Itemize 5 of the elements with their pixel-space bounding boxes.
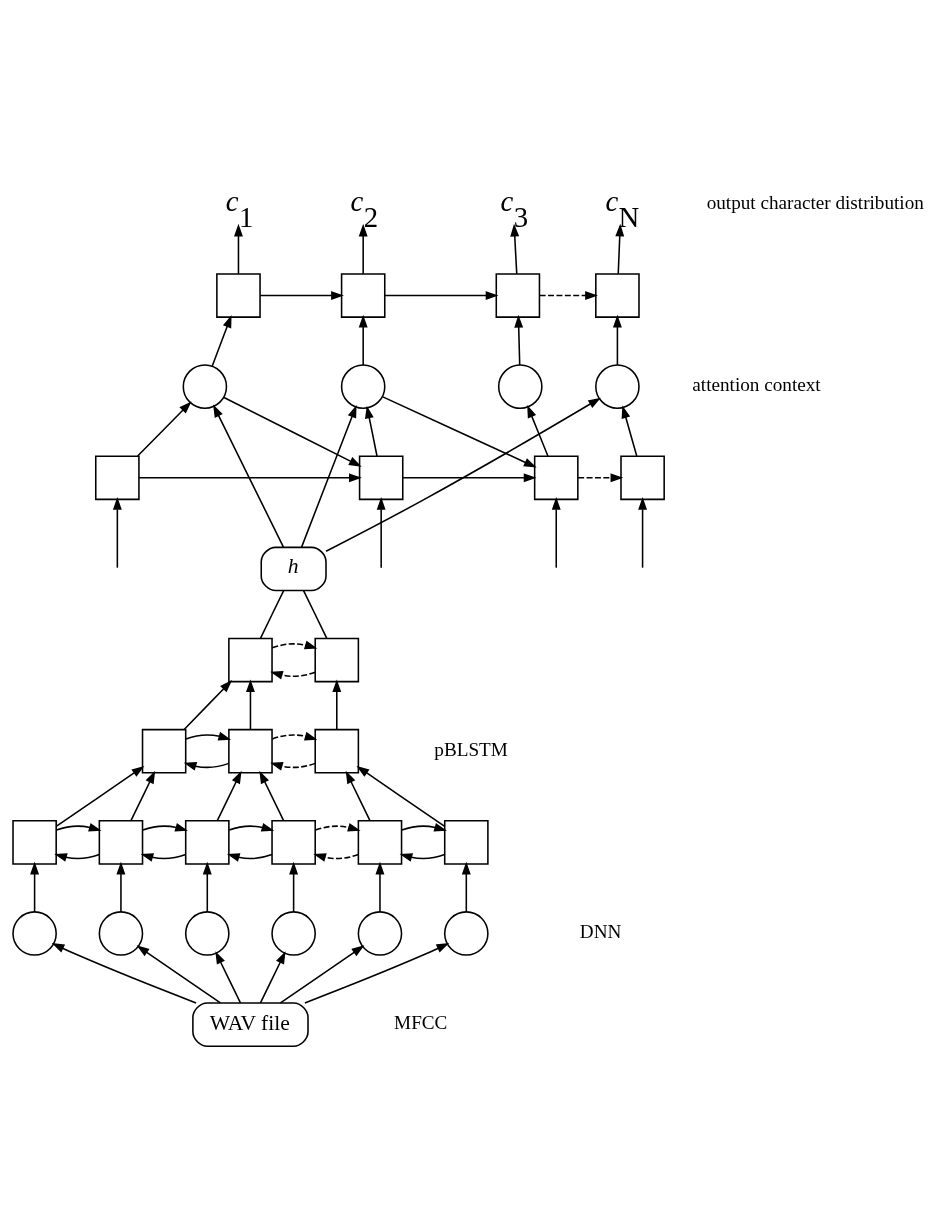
label: output character distribution [706, 191, 924, 213]
label: attention context [692, 373, 821, 395]
label: MFCC [394, 1011, 448, 1033]
label: DNN [579, 920, 622, 942]
label: pBLSTM [434, 738, 508, 760]
